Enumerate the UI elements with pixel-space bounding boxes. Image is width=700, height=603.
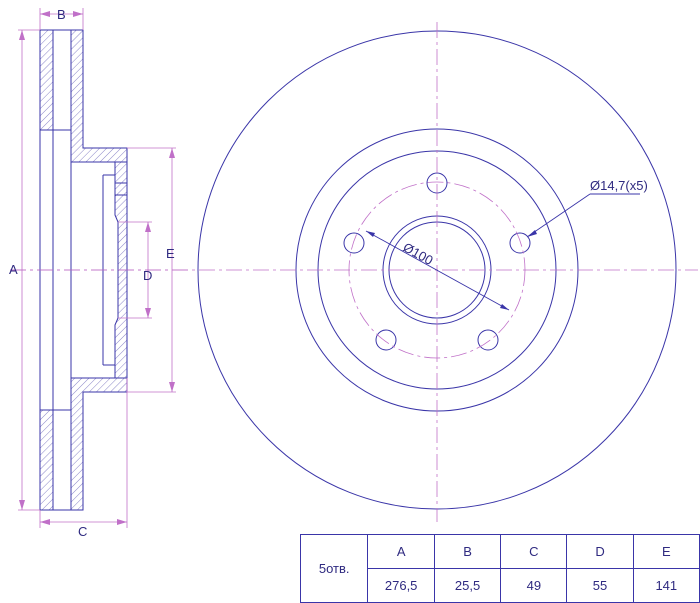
side-dimension-lines [10, 8, 190, 528]
spec-header-C: C [500, 534, 568, 569]
dimension-B-label: B [57, 7, 66, 22]
spec-table: 5отв. A B C D E 276,5 25,5 49 55 141 [299, 534, 700, 603]
front-center-lines [10, 22, 698, 522]
spec-value-row: 276,5 25,5 49 55 141 [301, 568, 700, 603]
dimension-D-label: D [143, 268, 152, 283]
dimension-A-label: A [9, 262, 18, 277]
dimension-letters: A B C D E [9, 7, 175, 539]
spec-header-row: 5отв. A B C D E [299, 534, 700, 603]
spec-value-B: 25,5 [433, 568, 502, 603]
front-dimension-leaders [365, 193, 640, 311]
spec-value-D: 55 [566, 568, 634, 603]
center-bore-diameter-label: Ø100 [401, 240, 436, 269]
bolt-hole-leader [526, 193, 591, 238]
dimension-E-label: E [166, 246, 175, 261]
inner-friction-plate-bottom [70, 377, 128, 511]
spec-value-C: 49 [500, 568, 568, 603]
inner-friction-plate-top [70, 29, 128, 163]
spec-header-D: D [566, 534, 634, 569]
dimension-C-label: C [78, 524, 87, 539]
spec-value-E: 141 [632, 568, 700, 603]
spec-header-E: E [632, 534, 700, 569]
bolt-hole [375, 329, 397, 351]
spec-value-A: 276,5 [367, 568, 435, 603]
spec-row-label: 5отв. [299, 534, 369, 603]
spec-header-A: A [367, 534, 435, 569]
bolt-hole [509, 232, 531, 254]
bolt-hole [477, 329, 499, 351]
bolt-hole [343, 232, 365, 254]
dimension-arrowheads [19, 11, 175, 525]
spec-header-B: B [433, 534, 502, 569]
bolt-hole-diameter-label: Ø14,7(x5) [590, 178, 648, 193]
center-bore-leader [365, 230, 510, 311]
